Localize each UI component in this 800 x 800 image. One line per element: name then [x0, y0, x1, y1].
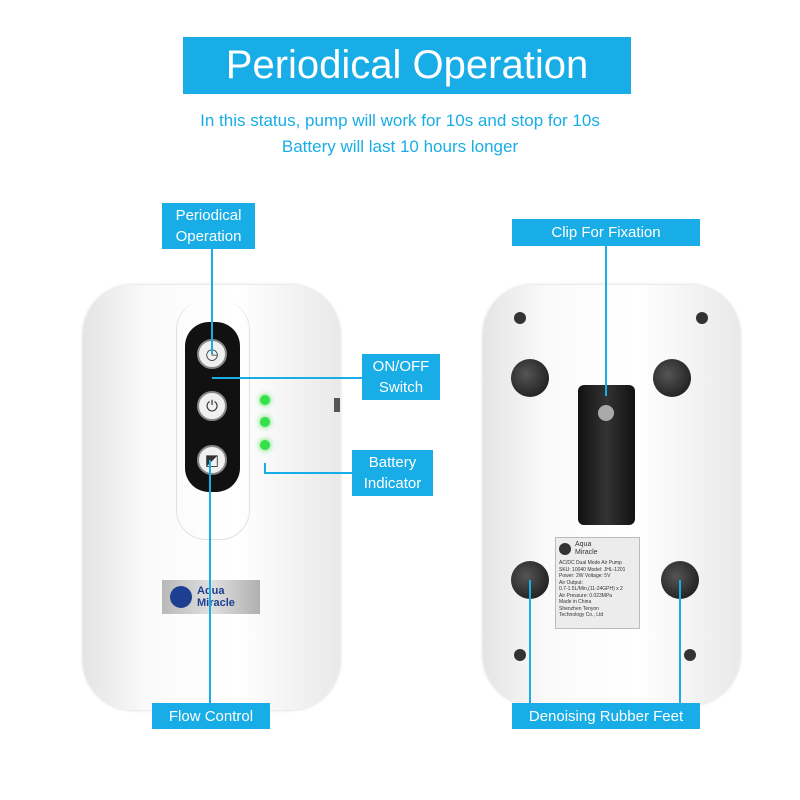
callout-line — [679, 580, 681, 703]
battery-led-1 — [260, 395, 270, 405]
power-button-icon[interactable]: ⏻ — [197, 391, 227, 421]
callout-line — [264, 472, 352, 474]
rubber-foot — [511, 359, 549, 397]
screw — [514, 312, 526, 324]
callout-line — [529, 580, 531, 703]
subtitle-line-1: In this status, pump will work for 10s a… — [200, 111, 600, 130]
label-denoising-rubber-feet: Denoising Rubber Feet — [512, 703, 700, 729]
clip-screw — [598, 405, 614, 421]
flow-button-icon[interactable]: ◩ — [197, 445, 227, 475]
screw — [514, 649, 526, 661]
brand-logo-icon — [170, 586, 192, 608]
front-ridge — [176, 300, 250, 540]
callout-line — [209, 460, 211, 703]
callout-line — [212, 377, 362, 379]
rubber-foot — [653, 359, 691, 397]
screw — [696, 312, 708, 324]
side-switch — [334, 398, 340, 412]
callout-line — [264, 463, 266, 474]
brand-line-2: Miracle — [197, 597, 235, 609]
callout-line — [605, 246, 607, 396]
label-clip-for-fixation: Clip For Fixation — [512, 219, 700, 246]
callout-line — [211, 249, 213, 354]
title-banner: Periodical Operation — [183, 37, 631, 94]
screw — [684, 649, 696, 661]
subtitle-line-2: Battery will last 10 hours longer — [281, 137, 519, 156]
brand-logo-icon — [559, 543, 571, 555]
label-flow-control: Flow Control — [152, 703, 270, 729]
battery-led-3 — [260, 440, 270, 450]
battery-led-2 — [260, 417, 270, 427]
